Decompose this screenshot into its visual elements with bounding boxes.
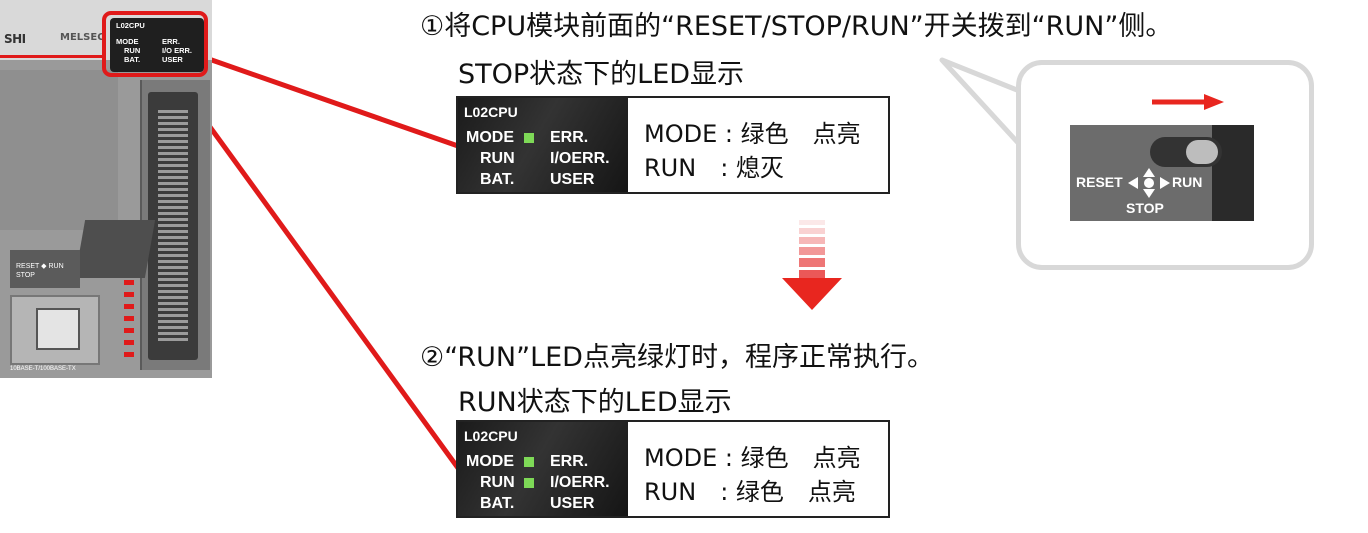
- plc-led-user: USER: [162, 55, 183, 64]
- switch-label-run: RUN: [1172, 174, 1203, 190]
- led-run-indicator: [524, 478, 534, 488]
- switch-direction-icon: [1128, 168, 1170, 198]
- plc-module: SHI MELSEC RESET ◆ RUN STOP 10BASE-T/100…: [0, 0, 212, 378]
- plc-red-line: [0, 55, 105, 58]
- switch-label-reset: RESET: [1076, 174, 1123, 190]
- plc-switch-label: RESET ◆ RUN STOP: [16, 263, 64, 279]
- led-label-err: ERR.: [550, 453, 589, 470]
- led-label-err: ERR.: [550, 129, 589, 146]
- switch-knob: [1186, 140, 1218, 164]
- led-label-run: RUN: [480, 150, 515, 167]
- plc-led-highlight: [102, 11, 208, 77]
- led-label-mode: MODE: [466, 129, 514, 146]
- led-label-mode: MODE: [466, 453, 514, 470]
- plc-cable: [74, 220, 156, 278]
- plc-led-panel: L02CPU MODE ERR. RUN I/O ERR. BAT. USER: [110, 18, 204, 72]
- plc-brand: SHI: [4, 32, 26, 46]
- led-display-stop: L02CPU MODE ERR. RUN I/OERR. BAT. USER M…: [456, 96, 890, 194]
- led-panel-run: L02CPU MODE ERR. RUN I/OERR. BAT. USER: [458, 422, 628, 516]
- step2-subtitle: RUN状态下的LED显示: [458, 387, 732, 418]
- led-desc-run: RUN : 熄灭: [644, 154, 784, 182]
- plc-red-indicators: [124, 280, 134, 360]
- plc-led-model: L02CPU: [116, 21, 145, 30]
- led-label-user: USER: [550, 495, 595, 512]
- connector-line-run: [167, 70, 461, 470]
- led-label-ioerr: I/OERR.: [550, 150, 610, 167]
- plc-ethernet-port: [36, 308, 80, 350]
- led-panel-stop: L02CPU MODE ERR. RUN I/OERR. BAT. USER: [458, 98, 628, 192]
- led-model: L02CPU: [464, 428, 518, 444]
- step1-subtitle: STOP状态下的LED显示: [458, 59, 745, 90]
- led-label-run: RUN: [480, 474, 515, 491]
- plc-led-ioerr: I/O ERR.: [162, 46, 193, 55]
- plc-led-mode: MODE: [116, 37, 139, 46]
- led-model: L02CPU: [464, 104, 518, 120]
- led-desc-mode: MODE : 绿色 点亮: [644, 444, 861, 472]
- plc-led-run: RUN: [124, 46, 141, 55]
- connector-line-stop: [205, 55, 459, 149]
- led-label-bat: BAT.: [480, 495, 515, 512]
- plc-connector-pins: [158, 110, 188, 342]
- down-arrow: [782, 220, 842, 310]
- step1-instruction: ①将CPU模块前面的“RESET/STOP/RUN”开关拨到“RUN”侧。: [420, 11, 1173, 42]
- led-desc-run: RUN : 绿色 点亮: [644, 478, 856, 506]
- plc-led-err: ERR.: [162, 37, 180, 46]
- plc-led-bat: BAT.: [124, 55, 141, 64]
- switch-panel-edge: [1212, 125, 1254, 221]
- step2-instruction: ②“RUN”LED点亮绿灯时，程序正常执行。: [420, 342, 934, 373]
- plc-ethernet-label: 10BASE-T/100BASE-TX: [10, 366, 76, 372]
- switch-label-stop: STOP: [1126, 200, 1164, 216]
- led-label-ioerr: I/OERR.: [550, 474, 610, 491]
- plc-series: MELSEC: [60, 32, 105, 43]
- plc-run-switch: [10, 250, 80, 288]
- led-label-user: USER: [550, 171, 595, 188]
- led-label-bat: BAT.: [480, 171, 515, 188]
- plc-body: [0, 70, 118, 230]
- led-mode-indicator: [524, 457, 534, 467]
- led-display-run: L02CPU MODE ERR. RUN I/OERR. BAT. USER M…: [456, 420, 890, 518]
- right-arrow-icon: [1152, 94, 1224, 110]
- led-mode-indicator: [524, 133, 534, 143]
- led-desc-mode: MODE : 绿色 点亮: [644, 120, 861, 148]
